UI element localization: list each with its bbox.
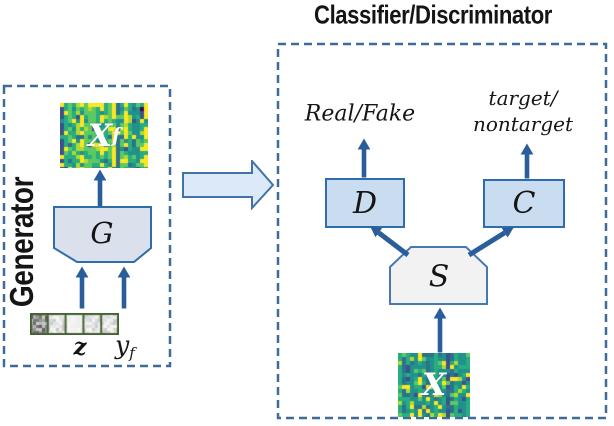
x-symbol: X	[421, 367, 447, 403]
arrow-x-to-s	[433, 307, 447, 353]
aux-input-label-yf: yf	[115, 330, 135, 362]
arrow-c-output	[520, 143, 534, 179]
yf-subscript: f	[129, 343, 135, 362]
generator-block-label: G	[90, 216, 114, 250]
classifier-dashed-box	[276, 42, 608, 420]
generator-block-shape	[53, 206, 152, 263]
target-line: target/	[488, 86, 558, 110]
arrow-d-output	[357, 138, 371, 178]
classifier-box: C	[483, 179, 565, 228]
classifier-dashed-border	[276, 42, 608, 420]
classifier-discriminator-title: Classifier/Discriminator	[314, 0, 552, 30]
generator-dashed-box	[2, 84, 172, 368]
arrow-s-to-c	[467, 227, 514, 258]
arrow-g-to-xf	[93, 169, 107, 209]
nontarget-line: nontarget	[473, 112, 573, 136]
spectrogram-image-xf	[60, 103, 148, 168]
arrow-z-to-g	[75, 266, 89, 309]
real-fake-label: Real/Fake	[304, 101, 416, 127]
generator-dashed-border	[2, 84, 172, 368]
spectrogram-label-x: X	[398, 353, 470, 417]
shared-block-shape	[389, 246, 488, 305]
target-nontarget-label: target/ nontarget	[473, 85, 573, 137]
xf-symbol: X	[87, 117, 112, 154]
generator-to-discriminator-arrow	[182, 160, 275, 210]
discriminator-box: D	[325, 178, 405, 228]
generator-section-label: Generator	[3, 176, 40, 308]
noise-label-z: z	[73, 333, 87, 361]
input-spectrogram-x: X	[398, 353, 470, 417]
yf-symbol: y	[115, 330, 130, 360]
arrow-yf-to-g	[117, 266, 131, 309]
arrow-s-to-d	[370, 226, 410, 257]
shared-block-label: S	[428, 259, 450, 295]
discriminator-box-label: D	[352, 185, 378, 221]
classifier-box-label: C	[512, 186, 536, 221]
spectrogram-image-x	[398, 353, 470, 417]
noise-vector-z	[30, 313, 119, 335]
xf-subscript: f	[111, 124, 121, 147]
